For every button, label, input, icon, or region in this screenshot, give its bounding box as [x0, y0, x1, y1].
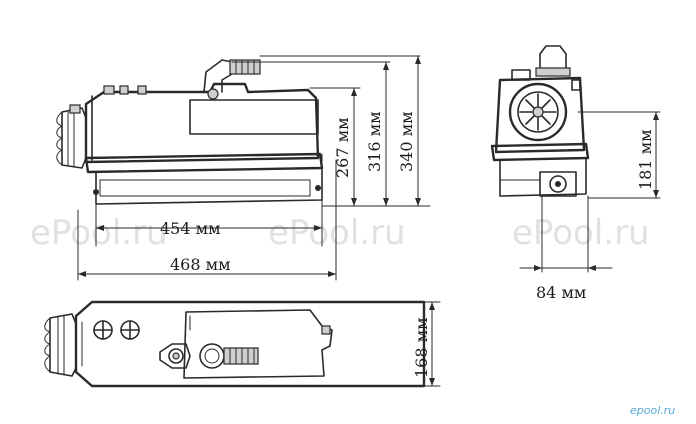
top-elbow-fitting [203, 59, 261, 100]
dimension-468: 468 мм [77, 255, 337, 277]
dimension-181: 181 мм [636, 111, 659, 199]
screw-cap-2 [120, 320, 140, 340]
epool-logo: epool.ru [630, 404, 675, 417]
dim-340-label: 340 мм [397, 111, 416, 172]
dim-181-label: 181 мм [636, 129, 655, 190]
dimension-168: 168 мм [412, 301, 435, 387]
dim-468-label: 468 мм [170, 255, 231, 274]
watermark-right: ePool.ru [512, 213, 650, 253]
top-body-outline [74, 300, 426, 388]
top-lid [183, 309, 333, 379]
dimension-heights: 267 мм 316 мм 340 мм [231, 55, 431, 207]
dim-316-label: 316 мм [365, 111, 384, 172]
sight-glass [508, 82, 568, 142]
dim-267-label: 267 мм [333, 117, 352, 178]
lid-panel [189, 99, 319, 135]
watermark-left: ePool.ru [30, 213, 168, 253]
top-view-fitting [159, 343, 259, 369]
top-view [44, 300, 441, 388]
front-view [56, 59, 337, 281]
flange-band [84, 152, 324, 174]
watermark-layer: ePool.ru ePool.ru ePool.ru [30, 213, 650, 253]
dim-168-label: 168 мм [412, 317, 431, 378]
dimension-454: 454 мм [95, 219, 323, 238]
screw-cap-1 [93, 320, 113, 340]
dim-454-label: 454 мм [160, 219, 221, 238]
watermark-center: ePool.ru [268, 213, 406, 253]
dimension-84: 84 мм [519, 265, 613, 302]
housing-upper [84, 82, 320, 164]
housing-lower [95, 167, 323, 205]
hose-connector-top [44, 313, 77, 377]
side-view [490, 45, 661, 273]
hose-connector-front [56, 104, 87, 169]
dim-84-label: 84 мм [536, 283, 586, 302]
